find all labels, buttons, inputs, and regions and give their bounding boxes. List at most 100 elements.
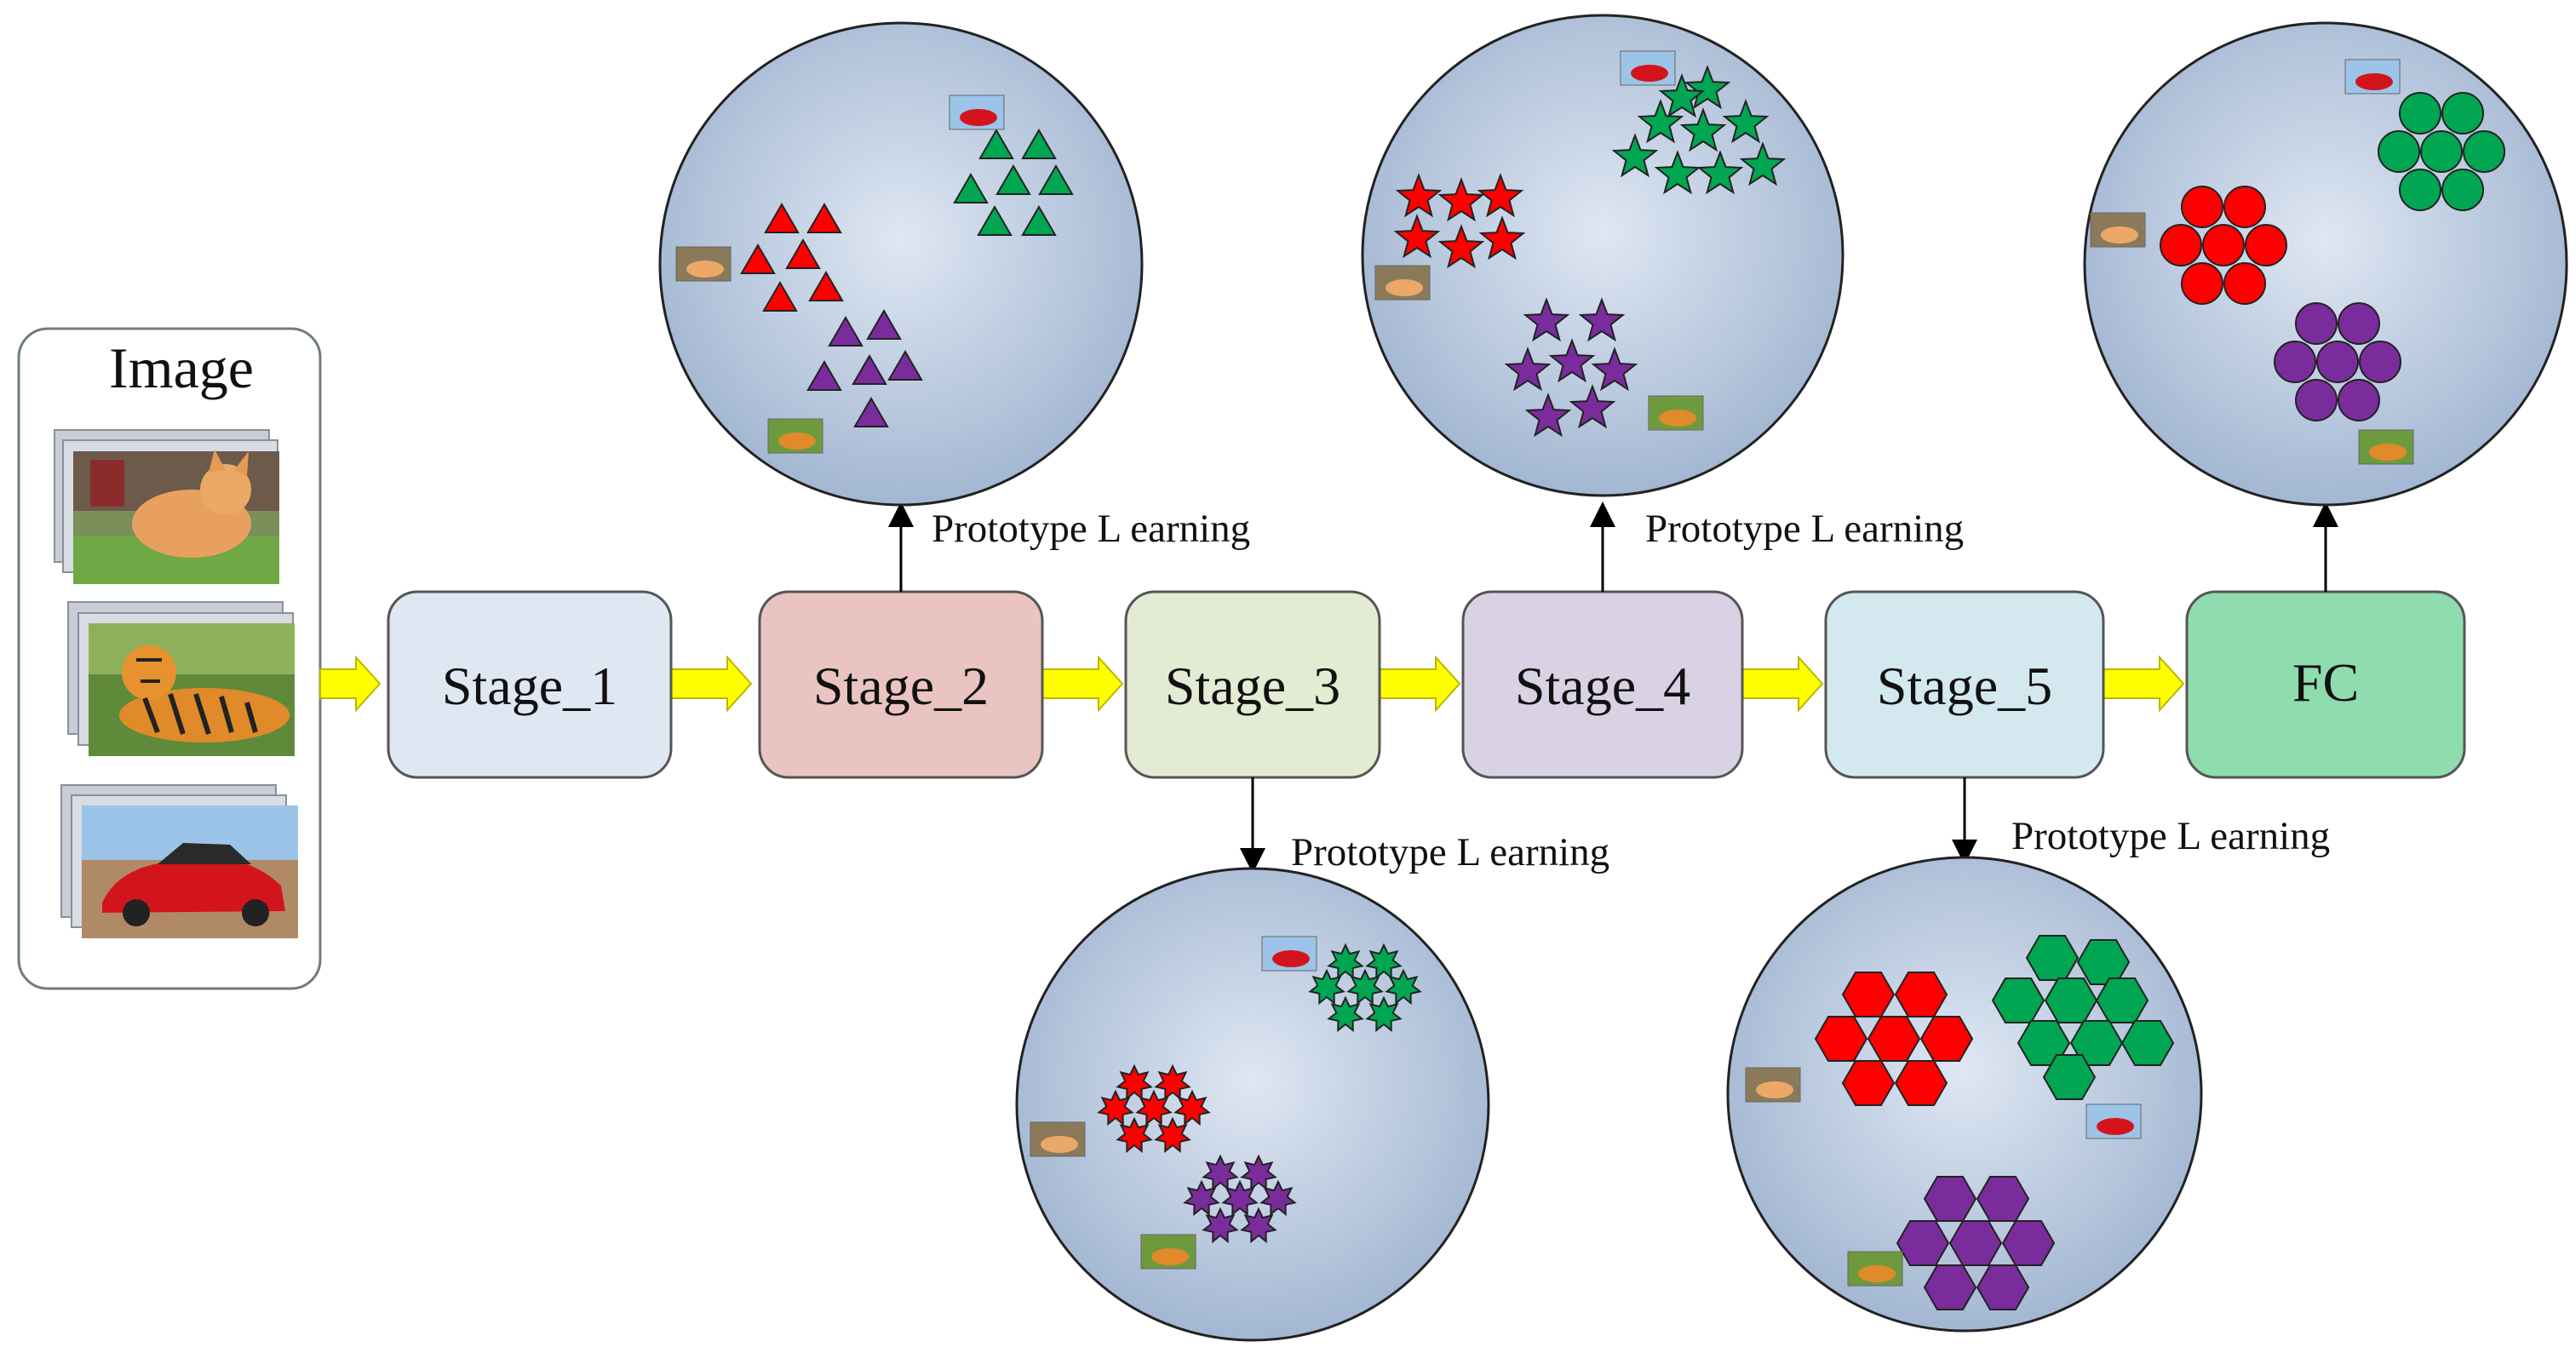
car-circle-mark (2399, 92, 2441, 135)
tiger-hexagon-mark (1976, 1176, 2030, 1222)
tiger-circle-mark (2338, 379, 2380, 421)
cat-seven-point-star-mark (1173, 1089, 1211, 1126)
feature-space-stage-4 (1361, 14, 1845, 497)
flow-arrow-3 (1041, 655, 1124, 713)
cat-circle-mark (2223, 262, 2266, 305)
cat-hexagon-mark (1841, 1060, 1896, 1106)
cat-triangle-mark (785, 238, 821, 269)
car-five-point-star-mark (1658, 73, 1706, 118)
tiger-image-stack (67, 601, 295, 756)
cat-thumbnail (2090, 212, 2146, 248)
cat-circle-mark (2181, 262, 2223, 305)
tiger-circle-mark (2359, 341, 2401, 383)
flow-arrow-6 (2103, 655, 2185, 713)
cat-seven-point-star-mark (1097, 1089, 1134, 1126)
stage-5-box: Stage_5 (1824, 590, 2105, 779)
car-triangle-mark (978, 129, 1014, 159)
car-five-point-star-mark (1637, 99, 1684, 144)
tiger-seven-point-star-mark (1202, 1154, 1239, 1191)
car-hexagon-mark (1991, 977, 2045, 1023)
car-thumbnail (2344, 59, 2401, 95)
flow-arrow-1 (319, 655, 382, 713)
input-panel: Image (17, 327, 322, 990)
car-circle-mark (2420, 130, 2463, 173)
car-five-point-star-mark (1696, 150, 1744, 195)
car-seven-point-star-mark (1308, 968, 1345, 1006)
car-triangle-mark (1021, 129, 1057, 159)
tiger-seven-point-star-mark (1240, 1154, 1277, 1191)
car-hexagon-mark (2042, 1054, 2097, 1100)
prototype-connectors (888, 502, 2338, 874)
car-hexagon-mark (2120, 1020, 2175, 1066)
tiger-seven-point-star-mark (1240, 1207, 1277, 1244)
cat-circle-mark (2181, 186, 2223, 228)
tiger-five-point-star-mark (1578, 297, 1626, 342)
tiger-thumbnail (2358, 429, 2414, 465)
car-thumbnail (949, 95, 1005, 130)
car-triangle-mark (953, 173, 989, 203)
cat-circle-mark (2160, 224, 2202, 267)
car-image-stack (60, 784, 298, 938)
tiger-circle-mark (2316, 341, 2359, 383)
cat-five-point-star-mark (1393, 214, 1441, 259)
car-five-point-star-mark (1722, 99, 1770, 144)
tiger-thumbnail (767, 418, 823, 454)
cat-five-point-star-mark (1478, 215, 1526, 261)
tiger-five-point-star-mark (1548, 338, 1596, 383)
tiger-circle-mark (2295, 379, 2338, 421)
tiger-thumbnail (1648, 395, 1704, 431)
stage-4-box: Stage_4 (1461, 590, 1744, 779)
cat-circle-mark (2223, 186, 2266, 228)
cat-seven-point-star-mark (1154, 1116, 1191, 1154)
cat-five-point-star-mark (1437, 224, 1485, 269)
tiger-thumbnail (1847, 1251, 1903, 1287)
tiger-circle-mark (2274, 341, 2316, 383)
cat-seven-point-star-mark (1116, 1116, 1153, 1154)
fc-label: FC (2292, 652, 2359, 713)
cat-five-point-star-mark (1395, 173, 1443, 218)
cat-hexagon-mark (1894, 972, 1948, 1017)
cat-seven-point-star-mark (1135, 1089, 1173, 1126)
car-circle-mark (2441, 169, 2484, 211)
car-seven-point-star-mark (1365, 943, 1403, 980)
tiger-five-point-star-mark (1591, 347, 1638, 392)
feature-space-stage-3 (1015, 867, 1490, 1342)
tiger-triangle-mark (887, 350, 923, 381)
cat-hexagon-mark (1841, 972, 1896, 1017)
tiger-five-point-star-mark (1523, 297, 1570, 342)
car-seven-point-star-mark (1365, 995, 1403, 1033)
car-five-point-star-mark (1739, 141, 1787, 186)
tiger-hexagon-mark (1896, 1220, 1950, 1266)
car-five-point-star-mark (1654, 150, 1701, 195)
feature-space-fc (2083, 21, 2568, 507)
cat-thumbnail (1374, 265, 1431, 301)
cat-thumbnail (1030, 1121, 1086, 1157)
cat-thumbnail (1745, 1067, 1801, 1103)
cat-image-stack (54, 429, 279, 584)
car-five-point-star-mark (1611, 133, 1659, 178)
tiger-five-point-star-mark (1504, 347, 1552, 392)
stage-1-label: Stage_1 (442, 656, 617, 716)
car-triangle-mark (977, 205, 1013, 236)
car-circle-mark (2399, 169, 2441, 211)
tiger-hexagon-mark (1923, 1264, 1977, 1310)
car-triangle-mark (1038, 164, 1074, 195)
car-triangle-mark (995, 164, 1031, 195)
car-triangle-mark (1021, 205, 1057, 236)
cat-circle-mark (2245, 224, 2287, 267)
car-circle-mark (2378, 130, 2420, 173)
prototype-label-stage-3: Prototype L earning (1291, 830, 1609, 874)
tiger-seven-point-star-mark (1183, 1179, 1220, 1217)
car-seven-point-star-mark (1385, 968, 1422, 1006)
tiger-triangle-mark (866, 309, 902, 340)
stage-3-box: Stage_3 (1124, 590, 1381, 779)
cat-five-point-star-mark (1437, 177, 1485, 222)
car-thumbnail (2085, 1103, 2142, 1139)
prototype-label-stage-5: Prototype L earning (2011, 814, 2330, 858)
tiger-hexagon-mark (1923, 1176, 1977, 1222)
cat-triangle-mark (762, 281, 798, 312)
tiger-seven-point-star-mark (1221, 1179, 1259, 1217)
tiger-five-point-star-mark (1524, 393, 1572, 438)
stage-2-label: Stage_2 (813, 656, 989, 716)
